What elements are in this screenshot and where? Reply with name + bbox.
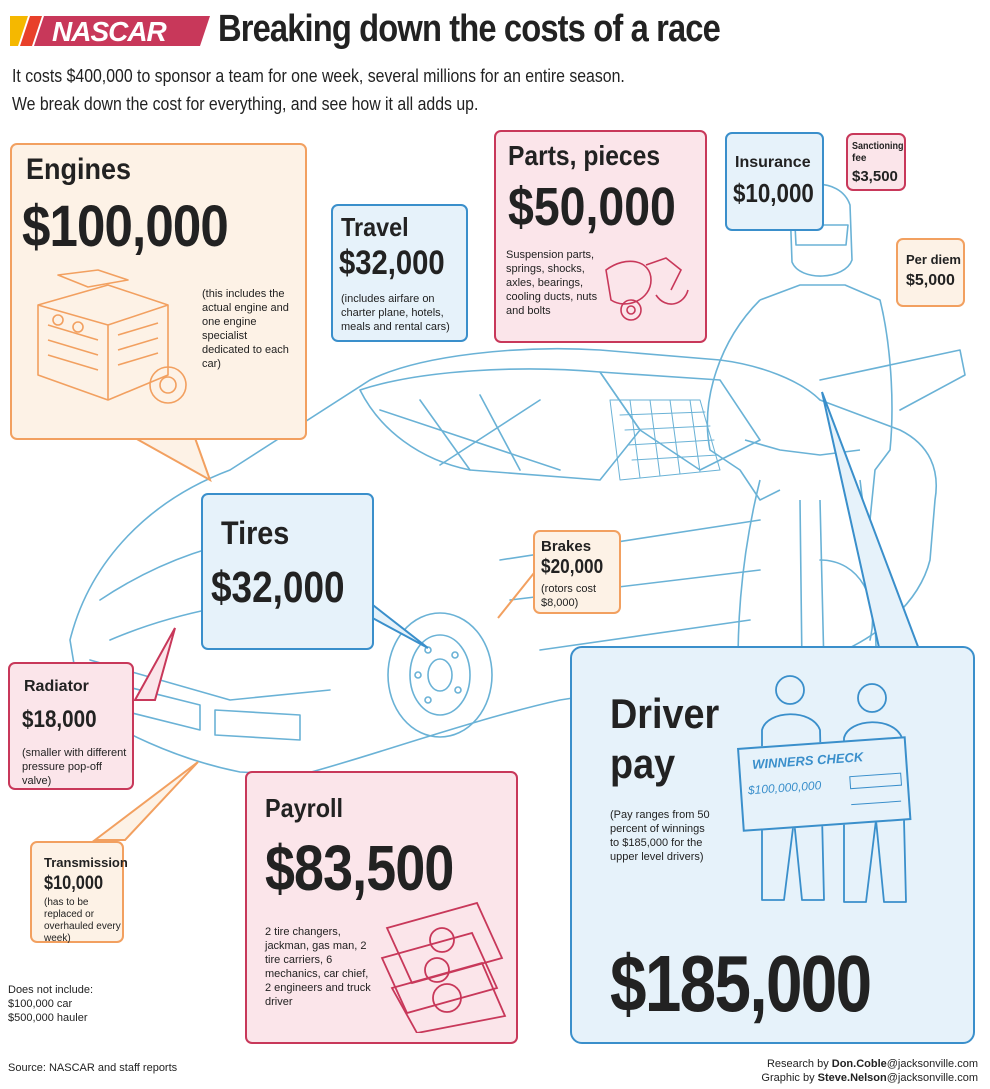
- sanctioning-label-line1: Sanctioning: [852, 141, 904, 152]
- driver-pay-amount: $185,000: [610, 939, 872, 1028]
- intro-line-1: It costs $400,000 to sponsor a team for …: [12, 66, 625, 86]
- transmission-box: Transmission $10,000 (has to be replaced…: [30, 841, 128, 944]
- graphic-prefix: Graphic by: [761, 1072, 818, 1084]
- payroll-box: Payroll $83,500 2 tire changers, jackman…: [245, 771, 518, 1044]
- payroll-label: Payroll: [265, 793, 344, 823]
- transmission-label: Transmission: [44, 855, 128, 870]
- source-note: Source: NASCAR and staff reports: [8, 1062, 178, 1074]
- sanctioning-label-line2: fee: [852, 153, 867, 164]
- driver-pay-label-line2: pay: [610, 740, 676, 787]
- brakes-label: Brakes: [541, 538, 592, 555]
- insurance-box: Insurance $10,000: [725, 132, 824, 231]
- travel-label: Travel: [341, 212, 409, 242]
- parts-icon: [605, 257, 689, 321]
- per-diem-label: Per diem: [906, 252, 961, 267]
- sanctioning-box: Sanctioning fee $3,500: [846, 133, 906, 191]
- check-signature-line: [851, 800, 902, 806]
- graphic-credit: Graphic by Steve.Nelson@jacksonville.com: [761, 1072, 978, 1084]
- transmission-amount: $10,000: [44, 873, 104, 894]
- research-name: Don.Coble: [831, 1058, 887, 1070]
- driver-pay-note: (Pay ranges from 50 percent of winnings …: [610, 809, 710, 863]
- money-icon: [380, 901, 507, 1033]
- intro-line-2: We break down the cost for everything, a…: [12, 94, 479, 114]
- excludes-car: $100,000 car: [8, 998, 73, 1010]
- graphic-domain: @jacksonville.com: [886, 1072, 978, 1084]
- brakes-amount: $20,000: [541, 556, 604, 578]
- radiator-amount: $18,000: [22, 706, 97, 733]
- research-credit: Research by Don.Coble@jacksonville.com: [767, 1058, 978, 1070]
- travel-amount: $32,000: [339, 244, 445, 282]
- radiator-label: Radiator: [24, 678, 89, 695]
- excludes-title: Does not include:: [8, 984, 93, 996]
- payroll-amount: $83,500: [265, 832, 454, 904]
- radiator-note: (smaller with different pressure pop-off…: [22, 747, 127, 787]
- engine-icon: [37, 269, 187, 404]
- travel-note: (includes airfare on charter plane, hote…: [341, 293, 450, 333]
- nascar-logo-text: NASCAR: [52, 16, 167, 47]
- brakes-box: Brakes $20,000 (rotors cost $8,000): [533, 530, 621, 614]
- tires-label: Tires: [221, 515, 290, 551]
- tires-amount: $32,000: [211, 563, 345, 612]
- research-prefix: Research by: [766, 1058, 832, 1070]
- tires-box: Tires $32,000: [201, 493, 374, 650]
- graphic-name: Steve.Nelson: [817, 1072, 887, 1084]
- parts-label: Parts, pieces: [508, 140, 661, 171]
- nascar-logo-stripes-icon: [10, 16, 210, 46]
- radiator-box: Radiator $18,000 (smaller with different…: [8, 662, 134, 790]
- driver-pay-box: Driver pay (Pay ranges from 50 percent o…: [570, 646, 975, 1044]
- check-title: WINNERS CHECK: [751, 749, 864, 772]
- payroll-note: 2 tire changers, jackman, gas man, 2 tir…: [265, 926, 371, 1008]
- engines-amount: $100,000: [22, 194, 229, 259]
- insurance-amount: $10,000: [733, 178, 814, 208]
- engines-note: (this includes the actual engine and one…: [202, 288, 289, 370]
- sanctioning-amount: $3,500: [852, 168, 898, 185]
- per-diem-amount: $5,000: [906, 272, 955, 289]
- per-diem-box: Per diem $5,000: [896, 238, 965, 307]
- parts-amount: $50,000: [508, 177, 676, 237]
- winners-check: WINNERS CHECK $100,000,000: [737, 736, 912, 832]
- page-title: Breaking down the costs of a race: [218, 8, 721, 50]
- check-amount: $100,000,000: [747, 778, 822, 798]
- parts-box: Parts, pieces $50,000 Suspension parts, …: [494, 130, 707, 343]
- engines-label: Engines: [26, 153, 132, 186]
- transmission-note: (has to be replaced or overhauled every …: [44, 897, 121, 944]
- research-domain: @jacksonville.com: [886, 1058, 978, 1070]
- driver-pay-label-line1: Driver: [610, 690, 720, 737]
- travel-box: Travel $32,000 (includes airfare on char…: [331, 204, 468, 342]
- engines-box: Engines $100,000 (this includes the actu…: [10, 143, 307, 440]
- excludes-hauler: $500,000 hauler: [8, 1012, 88, 1024]
- nascar-logo: NASCAR: [10, 12, 210, 50]
- insurance-label: Insurance: [735, 154, 811, 171]
- check-amount-field: [849, 772, 903, 790]
- parts-note: Suspension parts, springs, shocks, axles…: [506, 249, 598, 317]
- brakes-note: (rotors cost $8,000): [541, 583, 597, 609]
